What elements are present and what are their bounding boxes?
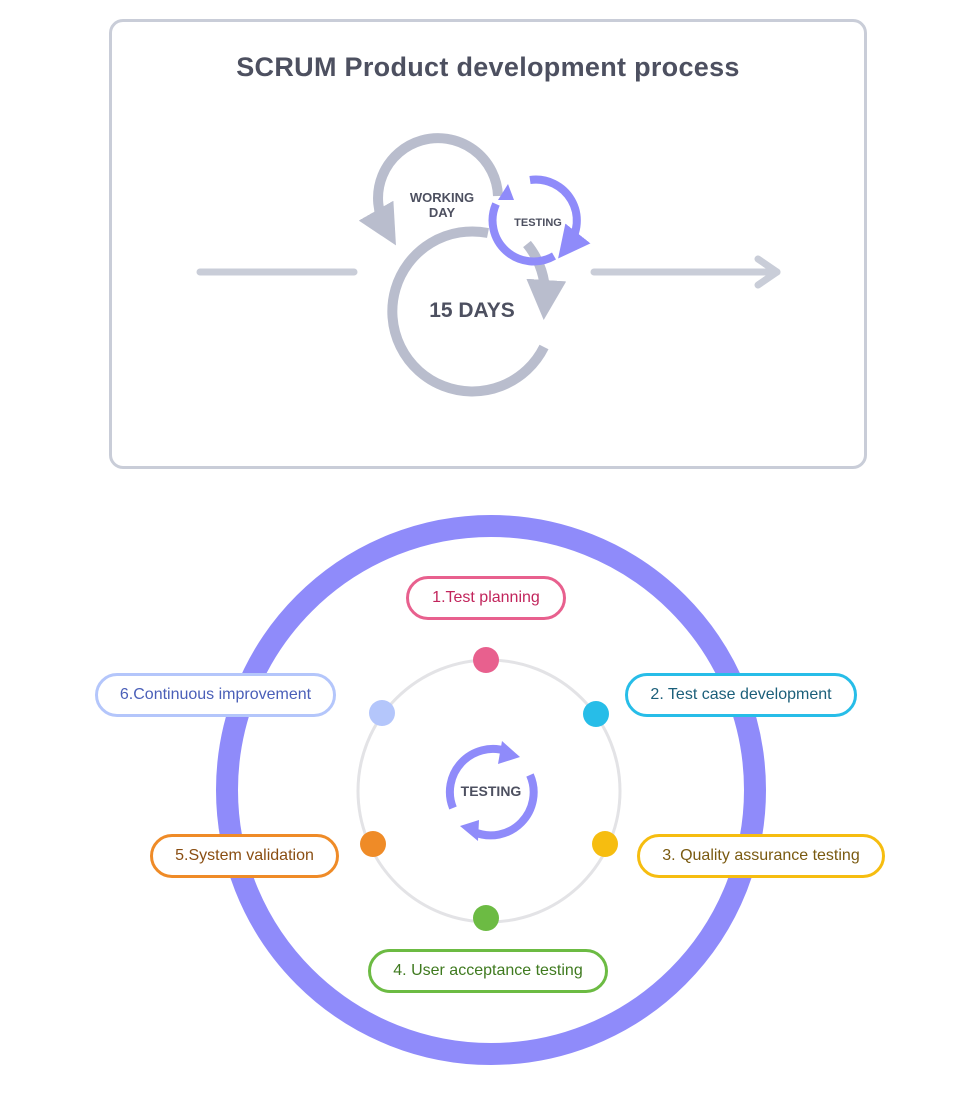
stage-dot-5	[360, 831, 386, 857]
duration-label: 15 DAYS	[429, 299, 515, 322]
stage-pill-5: 5.System validation	[150, 834, 339, 878]
center-cycle-arc-top	[445, 745, 508, 810]
working-day-label-line1: WORKING	[410, 190, 474, 205]
stage-pill-3: 3. Quality assurance testing	[637, 834, 885, 878]
sprint-cycle-arrow-icon	[523, 240, 567, 320]
working-day-label-line2: DAY	[429, 205, 456, 220]
testing-cycle-arrowhead-icon	[498, 184, 514, 200]
stage-pill-1: 1.Test planning	[406, 576, 566, 620]
stage-dot-2	[583, 701, 609, 727]
stage-dot-3	[592, 831, 618, 857]
working-day-arrow-icon	[358, 133, 503, 246]
stage-pill-6: 6.Continuous improvement	[95, 673, 336, 717]
outer-ring	[216, 515, 766, 1065]
timeline-right-arrow	[590, 255, 781, 289]
stage-dot-1	[473, 647, 499, 673]
stage-pill-2: 2. Test case development	[625, 673, 857, 717]
scrum-title: SCRUM Product development process	[236, 52, 740, 82]
scrum-panel: SCRUM Product development process	[109, 19, 867, 469]
stage-dot-6	[369, 700, 395, 726]
testing-cycle-arc	[488, 202, 556, 266]
center-cycle-arrowhead-top-icon	[498, 741, 520, 764]
testing-label: TESTING	[514, 217, 562, 229]
center-cycle-arrowhead-bottom-icon	[460, 820, 479, 841]
center-cycle-arc-bottom	[472, 773, 538, 840]
sprint-cycle-arc	[387, 226, 549, 397]
testing-cycle-arrow-icon	[529, 175, 591, 259]
stage-pill-4: 4. User acceptance testing	[368, 949, 608, 993]
stage-dot-4	[473, 905, 499, 931]
center-testing-label: TESTING	[461, 783, 522, 799]
